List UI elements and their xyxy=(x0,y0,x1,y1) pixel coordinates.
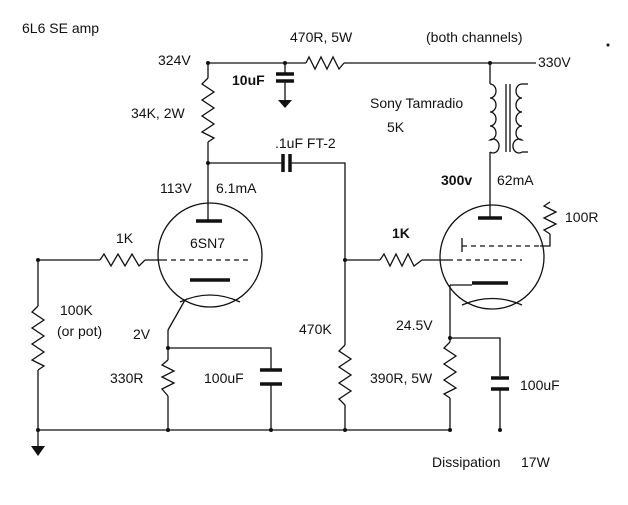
junction-dot xyxy=(283,61,287,65)
driver-current-label: 6.1mA xyxy=(216,180,257,196)
driver-tube-label: 6SN7 xyxy=(190,235,225,251)
driver-tube-envelope xyxy=(157,202,263,308)
driver-plate-voltage-label: 113V xyxy=(160,180,192,196)
channels-note-label: (both channels) xyxy=(426,29,523,45)
output-cathode-resistor xyxy=(442,341,458,399)
junction-dot xyxy=(206,161,210,165)
supply-resistor xyxy=(305,55,345,71)
driver-cathode-resistor-label: 330R xyxy=(110,370,143,386)
output-transformer-label: Sony Tamradio xyxy=(370,95,463,111)
volume-pot-resistor xyxy=(30,305,46,371)
output-grid-resistor xyxy=(379,252,423,268)
output-plate-voltage-label: 300v xyxy=(441,172,472,188)
junction-dot xyxy=(343,428,347,432)
supply-b-voltage-label: 324V xyxy=(158,52,191,68)
supply-cap-label: 10uF xyxy=(232,72,265,88)
output-transformer-impedance-label: 5K xyxy=(387,119,405,135)
junction-dot xyxy=(36,428,40,432)
supply-a-voltage-label: 330V xyxy=(538,54,571,70)
junction-dot xyxy=(36,258,40,262)
dissipation-label: Dissipation xyxy=(432,454,500,470)
main-ground-icon xyxy=(31,446,45,456)
screen-resistor xyxy=(542,201,558,235)
output-bypass-cap-label: 100uF xyxy=(520,377,560,393)
grid-leak-resistor xyxy=(337,344,353,406)
coupling-wire xyxy=(208,162,346,345)
junction-dot xyxy=(166,428,170,432)
output-cathode-voltage-label: 24.5V xyxy=(396,317,433,333)
junction-dot xyxy=(606,43,610,47)
junction-dot xyxy=(448,428,452,432)
driver-cathode-link xyxy=(167,299,186,331)
junction-dot xyxy=(166,346,170,350)
driver-cathode-resistor xyxy=(160,359,176,397)
driver-grid-stopper-label: 1K xyxy=(116,230,134,246)
grid-leak-label: 470K xyxy=(299,321,332,337)
output-grid-stopper-label: 1K xyxy=(392,225,410,241)
supply-cap-ground-icon xyxy=(278,100,292,108)
output-tube-heater xyxy=(461,297,523,306)
transformer-secondary-coil xyxy=(512,83,525,154)
junction-dot xyxy=(206,61,210,65)
driver-bypass-cap-label: 100uF xyxy=(204,370,244,386)
volume-pot-note-label: (or pot) xyxy=(57,323,102,339)
screen-resistor-label: 100R xyxy=(565,209,598,225)
driver-tube-heater xyxy=(179,294,241,303)
junction-dot xyxy=(343,258,347,262)
driver-cathode-voltage-label: 2V xyxy=(133,326,151,342)
plate-load-resistor xyxy=(200,77,216,143)
driver-grid-resistor xyxy=(99,252,146,268)
dissipation-value-label: 17W xyxy=(521,454,551,470)
junction-dot xyxy=(269,428,273,432)
coupling-cap-label: .1uF FT-2 xyxy=(275,135,336,151)
volume-pot-label: 100K xyxy=(60,302,93,318)
title: 6L6 SE amp xyxy=(22,20,99,36)
junction-dot xyxy=(498,428,502,432)
output-cathode-resistor-label: 390R, 5W xyxy=(370,370,433,386)
junction-dot xyxy=(488,61,492,65)
supply-resistor-label: 470R, 5W xyxy=(290,29,353,45)
output-current-label: 62mA xyxy=(497,172,534,188)
output-tube-envelope xyxy=(439,204,545,310)
transformer-primary-coil xyxy=(487,83,500,154)
plate-load-label: 34K, 2W xyxy=(131,105,185,121)
junction-dot xyxy=(448,336,452,340)
